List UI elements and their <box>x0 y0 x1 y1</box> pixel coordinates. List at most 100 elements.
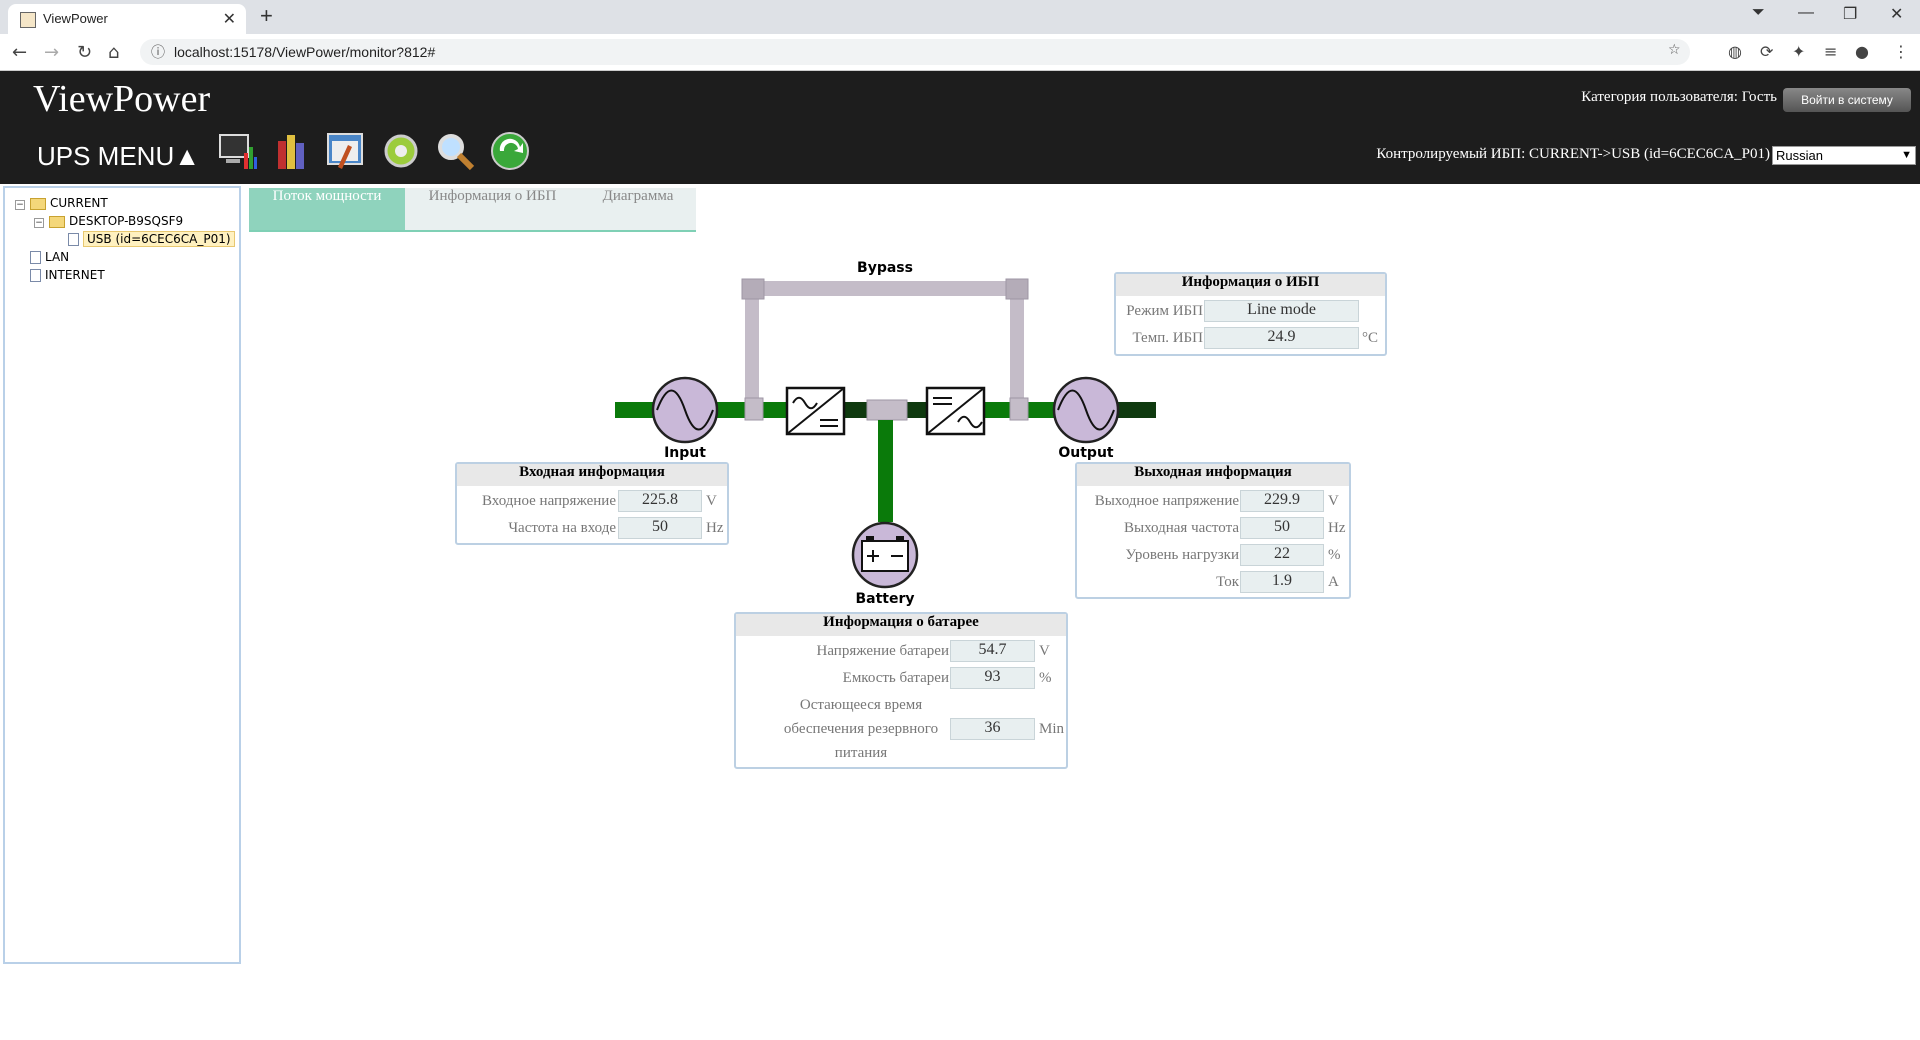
ups-info-title: Информация о ИБП <box>1116 274 1385 296</box>
back-icon[interactable]: ← <box>12 42 28 63</box>
monitor-chart-icon[interactable] <box>218 131 258 171</box>
address-bar-area: ← → ↻ ⌂ ⓘ localhost:15178/ViewPower/moni… <box>0 34 1920 71</box>
tree-node-lan[interactable]: LAN <box>30 250 69 264</box>
junction-right <box>1009 397 1029 421</box>
page-tabs: Поток мощности Информация о ИБП Диаграмм… <box>249 188 696 232</box>
ups-menu-toggle[interactable]: UPS MENU▲ <box>37 141 200 171</box>
output-voltage-label: Выходное напряжение <box>1094 493 1239 509</box>
books-icon[interactable] <box>272 131 312 171</box>
bypass-label: Bypass <box>857 260 913 276</box>
more-menu-icon[interactable]: ⋮ <box>1893 42 1909 61</box>
folder-icon <box>30 197 46 210</box>
input-info-title: Входная информация <box>457 464 727 486</box>
home-icon[interactable]: ⌂ <box>108 42 120 63</box>
window-close-icon[interactable]: ✕ <box>1890 6 1904 23</box>
battery-capacity-label: Емкость батареи <box>842 670 949 686</box>
monitored-ups-label: Контролируемый ИБП: CURRENT->USB (id=6CE… <box>1376 146 1770 162</box>
battery-capacity-value: 93 <box>950 667 1035 689</box>
folder-icon <box>49 215 65 228</box>
ups-mode-value: Line mode <box>1204 300 1359 322</box>
output-freq-value: 50 <box>1240 517 1324 539</box>
reload-icon[interactable]: ↻ <box>77 42 93 63</box>
bypass-left-line <box>745 281 759 411</box>
search-icon[interactable] <box>435 131 475 171</box>
battery-remaining-label-1: Остающееся время <box>799 697 923 713</box>
avatar-icon[interactable]: ● <box>1855 42 1869 61</box>
url-text: localhost:15178/ViewPower/monitor?812# <box>174 44 436 60</box>
battery-voltage-unit: V <box>1039 643 1050 659</box>
output-voltage-value: 229.9 <box>1240 490 1324 512</box>
forward-icon[interactable]: → <box>44 42 60 63</box>
minimize-icon[interactable]: — <box>1798 4 1814 21</box>
browser-tab-bar: ViewPower ✕ + ⏷ — ❐ ✕ <box>0 0 1920 34</box>
rectifier-icon <box>785 386 846 436</box>
extensions-icon[interactable]: ✦ <box>1792 42 1806 61</box>
language-select[interactable]: Russian ▼ <box>1772 146 1916 165</box>
battery-remaining-label-3: питания <box>834 745 888 761</box>
tab-power-flow[interactable]: Поток мощности <box>249 188 405 230</box>
info-icon: ⓘ <box>151 45 165 61</box>
refresh-icon[interactable] <box>490 131 530 171</box>
reading-list-icon[interactable]: ≡ <box>1824 42 1838 61</box>
output-load-unit: % <box>1328 547 1341 563</box>
bookmark-star-icon[interactable]: ☆ <box>1668 42 1681 58</box>
battery-voltage-label: Напряжение батареи <box>816 643 950 659</box>
gear-icon[interactable] <box>381 131 421 171</box>
app-header: ViewPower UPS MENU▲ Категория пользовате… <box>0 71 1920 184</box>
input-freq-unit: Hz <box>706 520 724 536</box>
battery-line <box>878 420 893 522</box>
battery-label: Battery <box>855 591 914 607</box>
output-label: Output <box>1058 445 1114 461</box>
login-button[interactable]: Войти в систему <box>1783 88 1911 112</box>
close-tab-icon[interactable]: ✕ <box>222 11 236 28</box>
input-voltage-label: Входное напряжение <box>481 493 616 509</box>
line-seg <box>759 402 789 418</box>
bypass-joint-right <box>1005 278 1029 300</box>
browser-tab-title: ViewPower <box>43 11 108 26</box>
input-freq-label: Частота на входе <box>508 520 616 536</box>
junction-left <box>744 397 764 421</box>
output-info-panel: Выходная информация Выходное напряжение … <box>1075 462 1351 599</box>
input-voltage-value: 225.8 <box>618 490 702 512</box>
collapse-icon[interactable]: − <box>34 218 44 228</box>
translate-icon[interactable]: ◍ <box>1728 42 1742 61</box>
app-logo: ViewPower <box>33 78 211 120</box>
input-freq-value: 50 <box>618 517 702 539</box>
browser-tab[interactable]: ViewPower ✕ <box>8 4 246 34</box>
new-tab-icon[interactable]: + <box>260 3 273 28</box>
battery-voltage-value: 54.7 <box>950 640 1035 662</box>
bypass-line <box>748 281 1022 296</box>
battery-remaining-unit: Min <box>1039 721 1065 737</box>
battery-remaining-label-2: обеспечения резервного <box>783 721 939 737</box>
sync-icon[interactable]: ⟳ <box>1760 42 1774 61</box>
favicon-icon <box>20 12 36 28</box>
profile-menu-icon[interactable]: ⏷ <box>1752 4 1765 21</box>
tab-diagram[interactable]: Диаграмма <box>602 188 674 204</box>
tab-ups-info[interactable]: Информация о ИБП <box>428 188 557 204</box>
output-freq-label: Выходная частота <box>1124 520 1239 536</box>
output-freq-unit: Hz <box>1328 520 1346 536</box>
tree-node-current[interactable]: CURRENT <box>30 196 108 210</box>
file-icon <box>30 269 41 282</box>
battery-info-panel: Информация о батарее Напряжение батареи … <box>734 612 1068 769</box>
battery-info-title: Информация о батарее <box>736 614 1066 636</box>
tree-node-usb[interactable]: USB (id=6CEC6CA_P01) <box>68 231 235 247</box>
device-tree: − CURRENT − DESKTOP-B9SQSF9 USB (id=6CEC… <box>3 186 241 964</box>
collapse-icon[interactable]: − <box>15 200 25 210</box>
output-current-value: 1.9 <box>1240 571 1324 593</box>
restore-icon[interactable]: ❐ <box>1843 6 1858 23</box>
output-line-end <box>1115 402 1156 418</box>
inverter-icon <box>925 386 986 436</box>
user-category: Категория пользователя: Гость <box>1581 89 1777 105</box>
settings-tools-icon[interactable] <box>326 131 366 171</box>
input-voltage-unit: V <box>706 493 717 509</box>
tree-node-desktop[interactable]: DESKTOP-B9SQSF9 <box>49 214 183 228</box>
input-info-panel: Входная информация Входное напряжение 22… <box>455 462 729 545</box>
file-icon <box>68 233 79 246</box>
ups-mode-label: Режим ИБП <box>1126 303 1203 319</box>
output-current-unit: A <box>1328 574 1339 590</box>
url-field[interactable]: ⓘ localhost:15178/ViewPower/monitor?812#… <box>140 39 1690 65</box>
bypass-right-line <box>1010 281 1024 411</box>
tree-node-internet[interactable]: INTERNET <box>30 268 105 282</box>
